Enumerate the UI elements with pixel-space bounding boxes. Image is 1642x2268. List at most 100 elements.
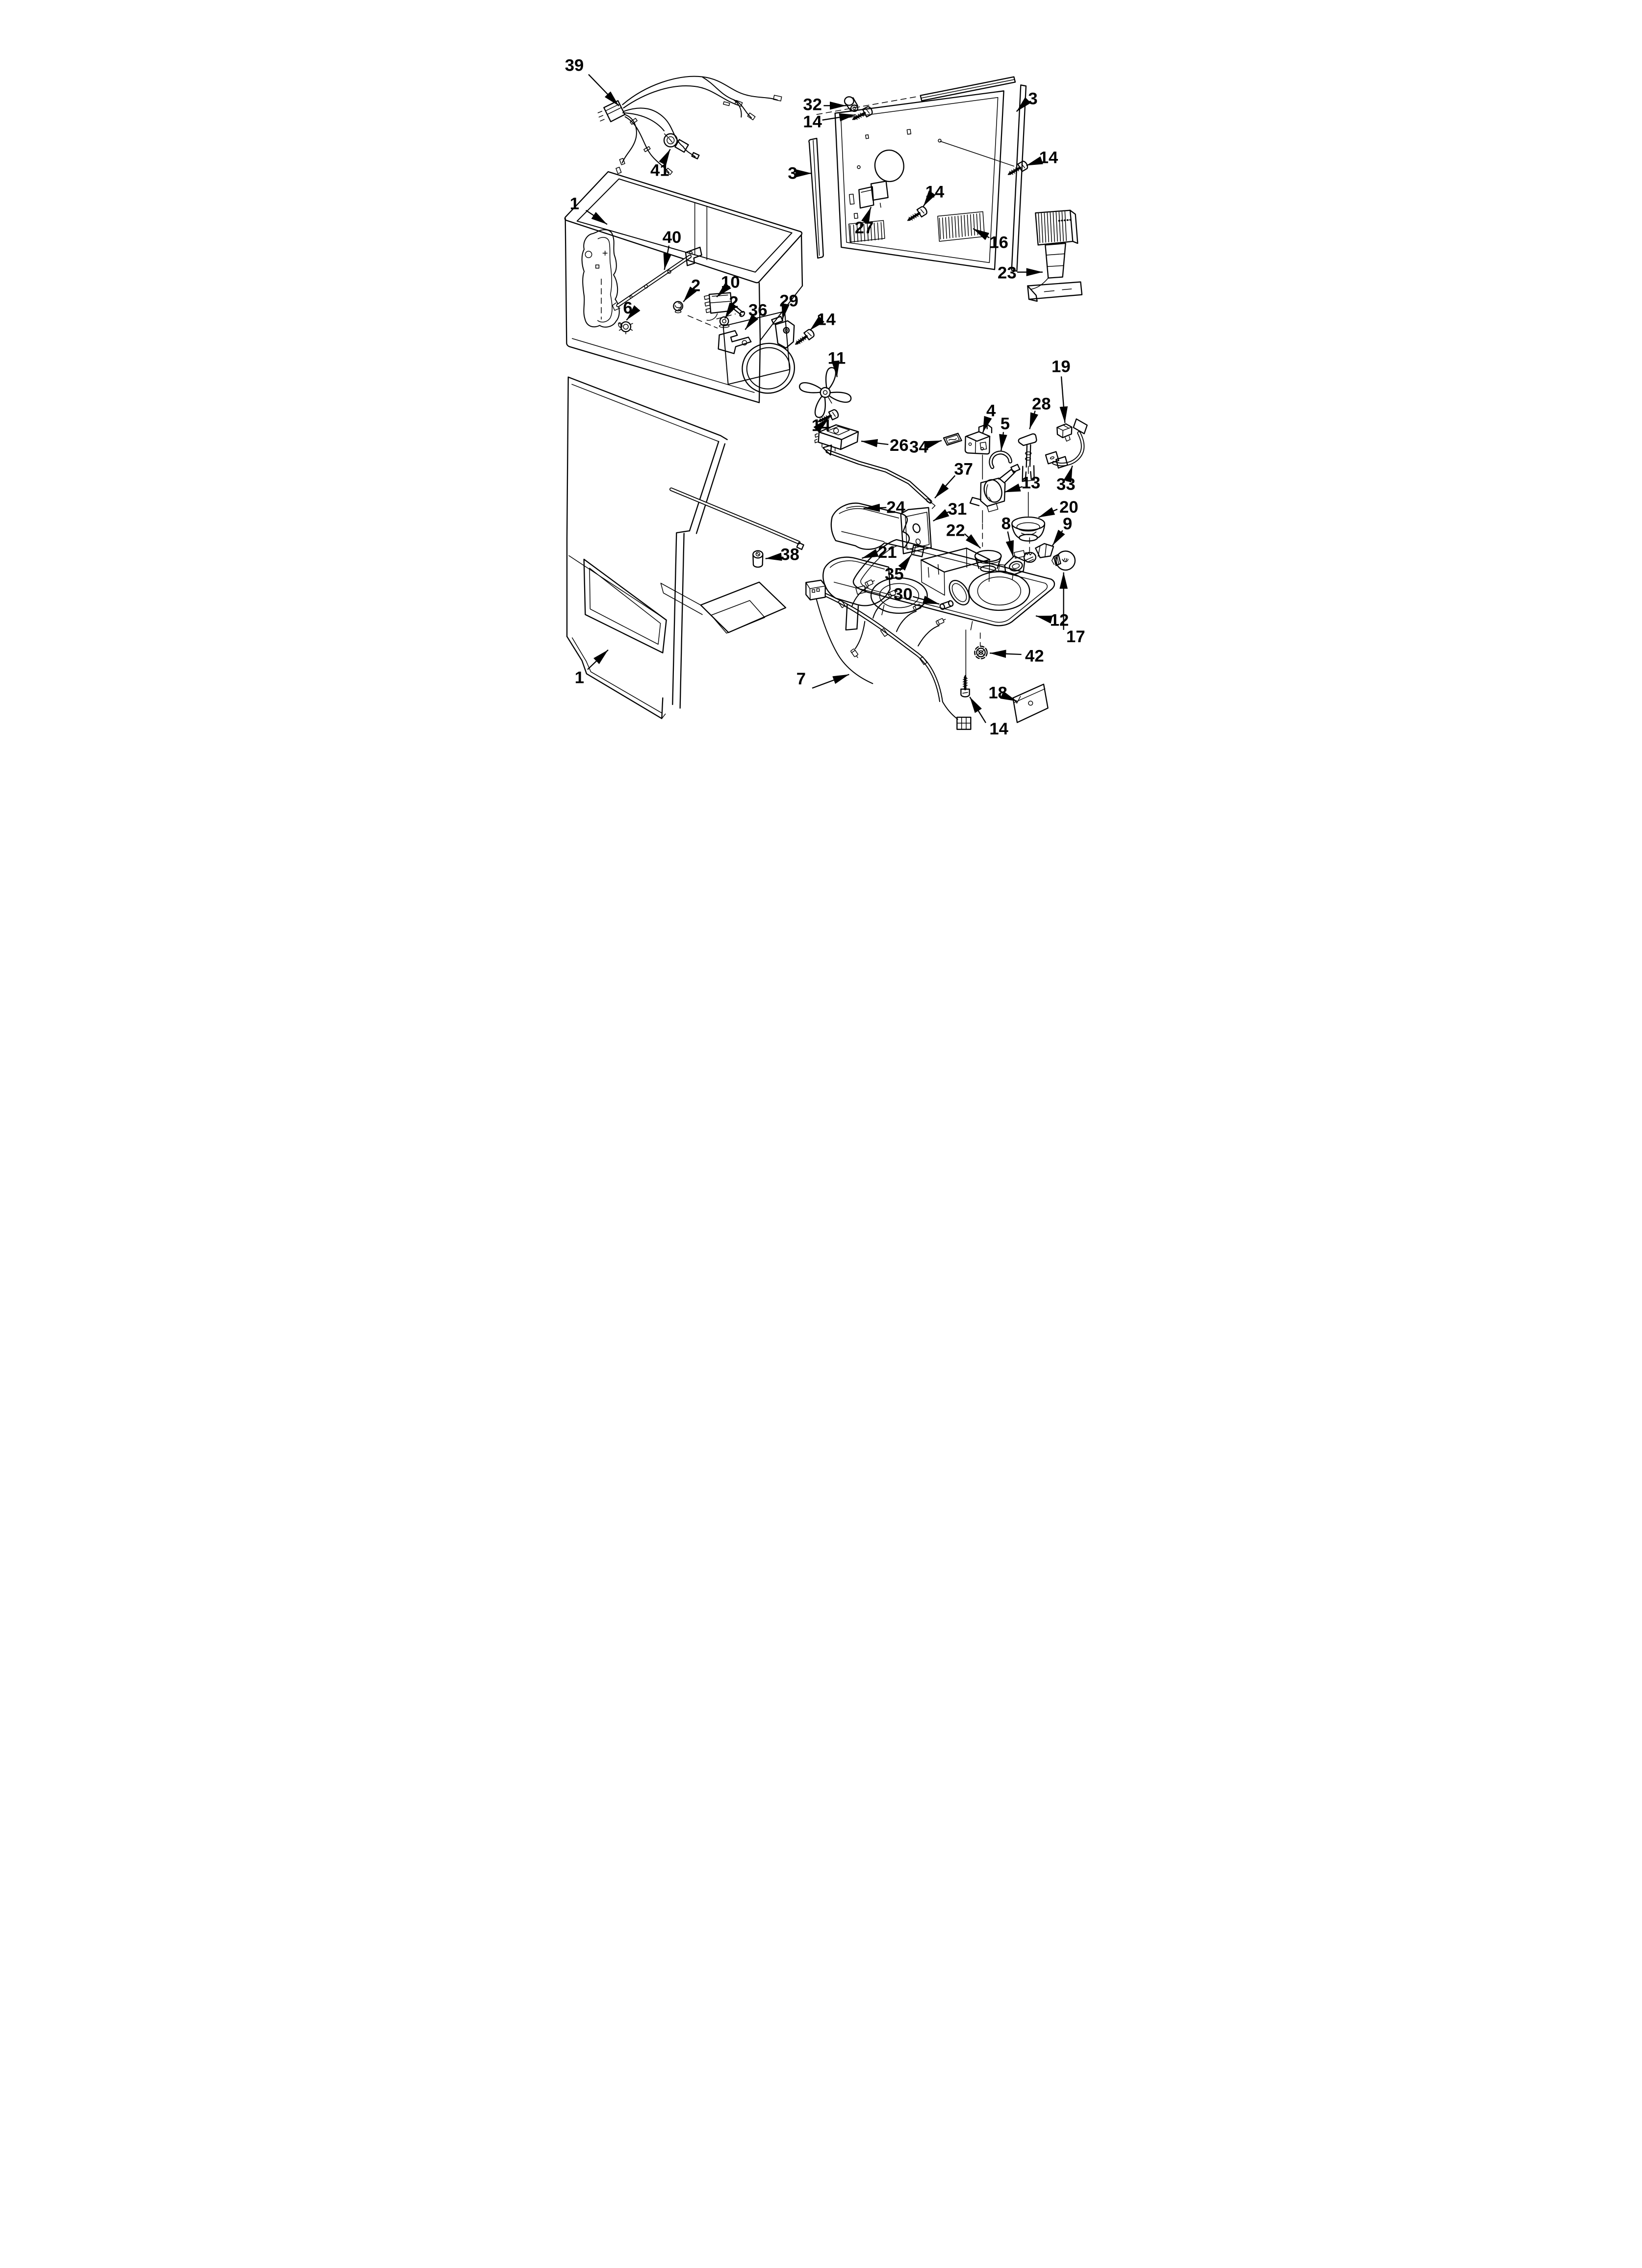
callout-arrow-1 — [586, 209, 608, 225]
callout-arrow-16 — [973, 228, 990, 240]
callout-arrow-36 — [744, 314, 759, 330]
callout-label-20: 20 — [1059, 498, 1078, 517]
callout-label-32: 32 — [803, 95, 822, 114]
part-33-strap — [1045, 418, 1088, 469]
callout-arrow-19 — [1059, 376, 1068, 423]
callout-label-21: 21 — [878, 543, 897, 562]
callout-arrow-22 — [964, 533, 981, 549]
callout-arrow-5 — [999, 432, 1007, 451]
callout-label-11: 11 — [828, 349, 846, 368]
callout-arrow-38 — [765, 552, 782, 561]
callout-label-29: 29 — [779, 291, 798, 310]
callout-label-26: 26 — [890, 436, 909, 455]
part-26-control-box — [814, 424, 859, 452]
part-37-strip — [822, 444, 936, 509]
part-34-sticker — [943, 433, 962, 446]
callout-label-5: 5 — [1001, 415, 1010, 433]
callout-label-22: 22 — [946, 521, 965, 540]
callout-label-14: 14 — [925, 182, 945, 201]
part-1-upper-liner — [564, 171, 803, 403]
callout-arrow-27 — [861, 207, 872, 224]
callout-label-40: 40 — [663, 228, 682, 247]
callout-arrow-14 — [969, 697, 986, 723]
part-2-screw-top — [673, 301, 684, 313]
callout-arrow-2 — [724, 302, 737, 319]
part-27-cover-flap — [858, 181, 889, 209]
part-17-light-bulb — [1051, 550, 1076, 571]
callout-arrow-14 — [813, 417, 828, 433]
callout-label-24: 24 — [886, 498, 905, 517]
exploded-parts-diagram: 3941140210263629143214314314271623111426… — [547, 0, 1095, 756]
callout-label-33: 33 — [1056, 475, 1076, 494]
callout-label-39: 39 — [565, 56, 584, 75]
callout-arrow-6 — [626, 305, 641, 321]
callout-label-14: 14 — [803, 113, 822, 131]
callout-label-10: 10 — [721, 273, 740, 291]
part-38-plug — [752, 550, 764, 568]
callout-arrow-1 — [587, 649, 609, 670]
callout-label-17: 17 — [1066, 627, 1085, 646]
callout-label-35: 35 — [885, 565, 904, 584]
callout-label-14: 14 — [812, 416, 831, 435]
callout-arrow-29 — [781, 303, 790, 320]
part-3-seal-right — [1011, 84, 1027, 272]
callout-label-27: 27 — [855, 219, 874, 237]
callout-arrow-35 — [898, 554, 912, 572]
callout-label-42: 42 — [1025, 647, 1044, 665]
callout-arrow-14 — [809, 316, 825, 331]
callout-label-41: 41 — [650, 161, 669, 180]
part-3-seal-left — [808, 137, 824, 259]
callout-label-7: 7 — [796, 670, 806, 688]
callout-arrow-3 — [1016, 97, 1031, 112]
part-13-damper — [969, 464, 1021, 513]
callout-label-23: 23 — [998, 264, 1017, 283]
callout-label-4: 4 — [986, 401, 996, 420]
callout-label-13: 13 — [1022, 474, 1041, 493]
callout-label-18: 18 — [988, 684, 1007, 703]
callout-label-6: 6 — [623, 299, 632, 317]
callout-label-1: 1 — [570, 194, 579, 213]
callout-arrow-42 — [989, 650, 1022, 658]
callout-label-3: 3 — [1028, 89, 1037, 108]
callout-label-31: 31 — [948, 500, 967, 519]
part-2-nut — [718, 316, 730, 328]
callout-arrow-2 — [683, 286, 697, 303]
callout-arrow-10 — [716, 282, 731, 298]
part-39-wire-harness — [597, 76, 782, 175]
part-32-standoff — [844, 96, 859, 112]
callout-label-8: 8 — [1001, 514, 1011, 533]
part-23-air-tower — [1027, 209, 1083, 302]
callout-arrow-33 — [1063, 465, 1073, 483]
callout-arrow-28 — [1029, 410, 1038, 430]
callout-label-2: 2 — [729, 293, 738, 312]
callout-label-9: 9 — [1063, 515, 1072, 533]
callout-arrow-40 — [663, 245, 672, 270]
callout-label-36: 36 — [748, 301, 768, 320]
part-5-clamp — [989, 450, 1012, 469]
callout-arrow-4 — [982, 416, 992, 433]
part-1-lower-liner — [566, 376, 804, 719]
callout-arrow-21 — [861, 548, 879, 559]
callout-arrow-31 — [933, 509, 949, 522]
callout-label-14: 14 — [817, 310, 836, 329]
part-19-clip — [1056, 423, 1073, 442]
canvas-background — [547, 0, 1095, 756]
part-28-rod — [1018, 433, 1037, 482]
callout-arrow-8 — [1005, 531, 1014, 557]
part-9-socket — [1023, 543, 1054, 563]
callout-arrow-18 — [1000, 691, 1017, 702]
callout-arrow-37 — [934, 475, 956, 499]
callout-arrow-26 — [861, 439, 889, 447]
part-20-cup — [1011, 516, 1046, 542]
alignment-leaders — [965, 466, 1030, 678]
callout-arrow-14 — [822, 113, 856, 122]
callout-label-2: 2 — [691, 277, 700, 295]
callout-label-1: 1 — [575, 668, 584, 687]
callout-label-37: 37 — [954, 460, 973, 479]
callout-arrow-13 — [1003, 483, 1023, 493]
callout-arrow-34 — [924, 440, 942, 449]
callout-arrow-14 — [923, 190, 936, 207]
callout-arrow-30 — [913, 596, 940, 605]
callout-arrow-14 — [1026, 156, 1043, 166]
